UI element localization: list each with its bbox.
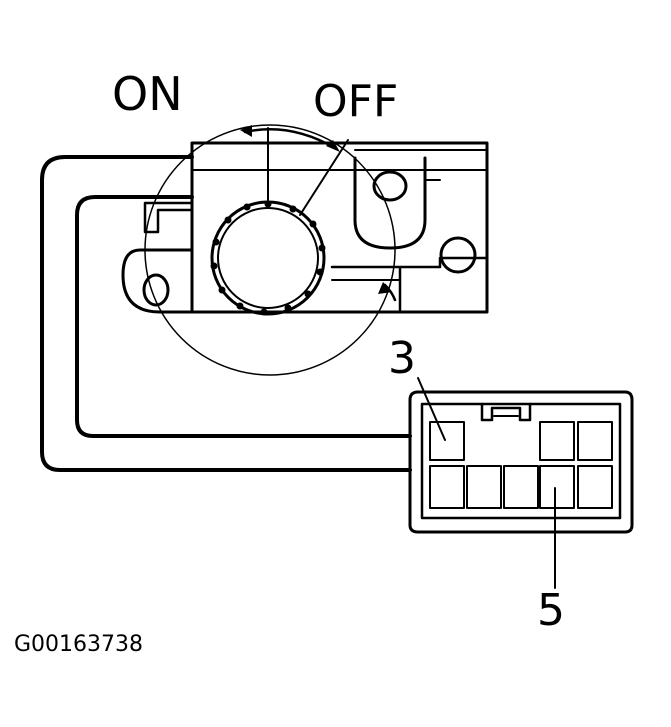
cavity-bottom-4 — [539, 465, 575, 509]
off-label: OFF — [313, 76, 398, 127]
pin-3-label: 3 — [388, 333, 416, 384]
rotor-inner — [217, 207, 319, 309]
cavity-bottom-3 — [503, 465, 539, 509]
pin-3-leader — [417, 377, 446, 441]
cavity-bottom-5 — [577, 465, 613, 509]
cavity-bottom-1 — [429, 465, 465, 509]
connector-latch — [480, 402, 532, 422]
switch-body — [190, 141, 489, 314]
cavity-top-1 — [429, 421, 465, 461]
pin-5-label: 5 — [537, 585, 565, 636]
rotation-arrow-top — [243, 127, 337, 150]
arrow-heads — [240, 125, 392, 294]
outer-wire — [40, 155, 412, 472]
connector-inner — [420, 402, 622, 520]
left-mounting-tab — [121, 248, 194, 314]
cavity-top-6 — [577, 421, 613, 461]
connector-housing — [408, 390, 634, 534]
right-mount-boss — [353, 156, 427, 250]
off-pointer — [299, 139, 349, 216]
right-pin-circle — [439, 236, 477, 274]
inner-wire — [75, 195, 412, 438]
lever-step — [330, 256, 489, 314]
figure-id-label: G00163738 — [14, 632, 143, 657]
cavity-top-5 — [539, 421, 575, 461]
rotor-teeth — [210, 200, 326, 316]
right-mount-hole — [372, 170, 408, 202]
on-label: ON — [112, 67, 183, 121]
left-mount-hole — [142, 273, 170, 307]
left-clip — [143, 201, 194, 234]
cavity-bottom-2 — [466, 465, 502, 509]
